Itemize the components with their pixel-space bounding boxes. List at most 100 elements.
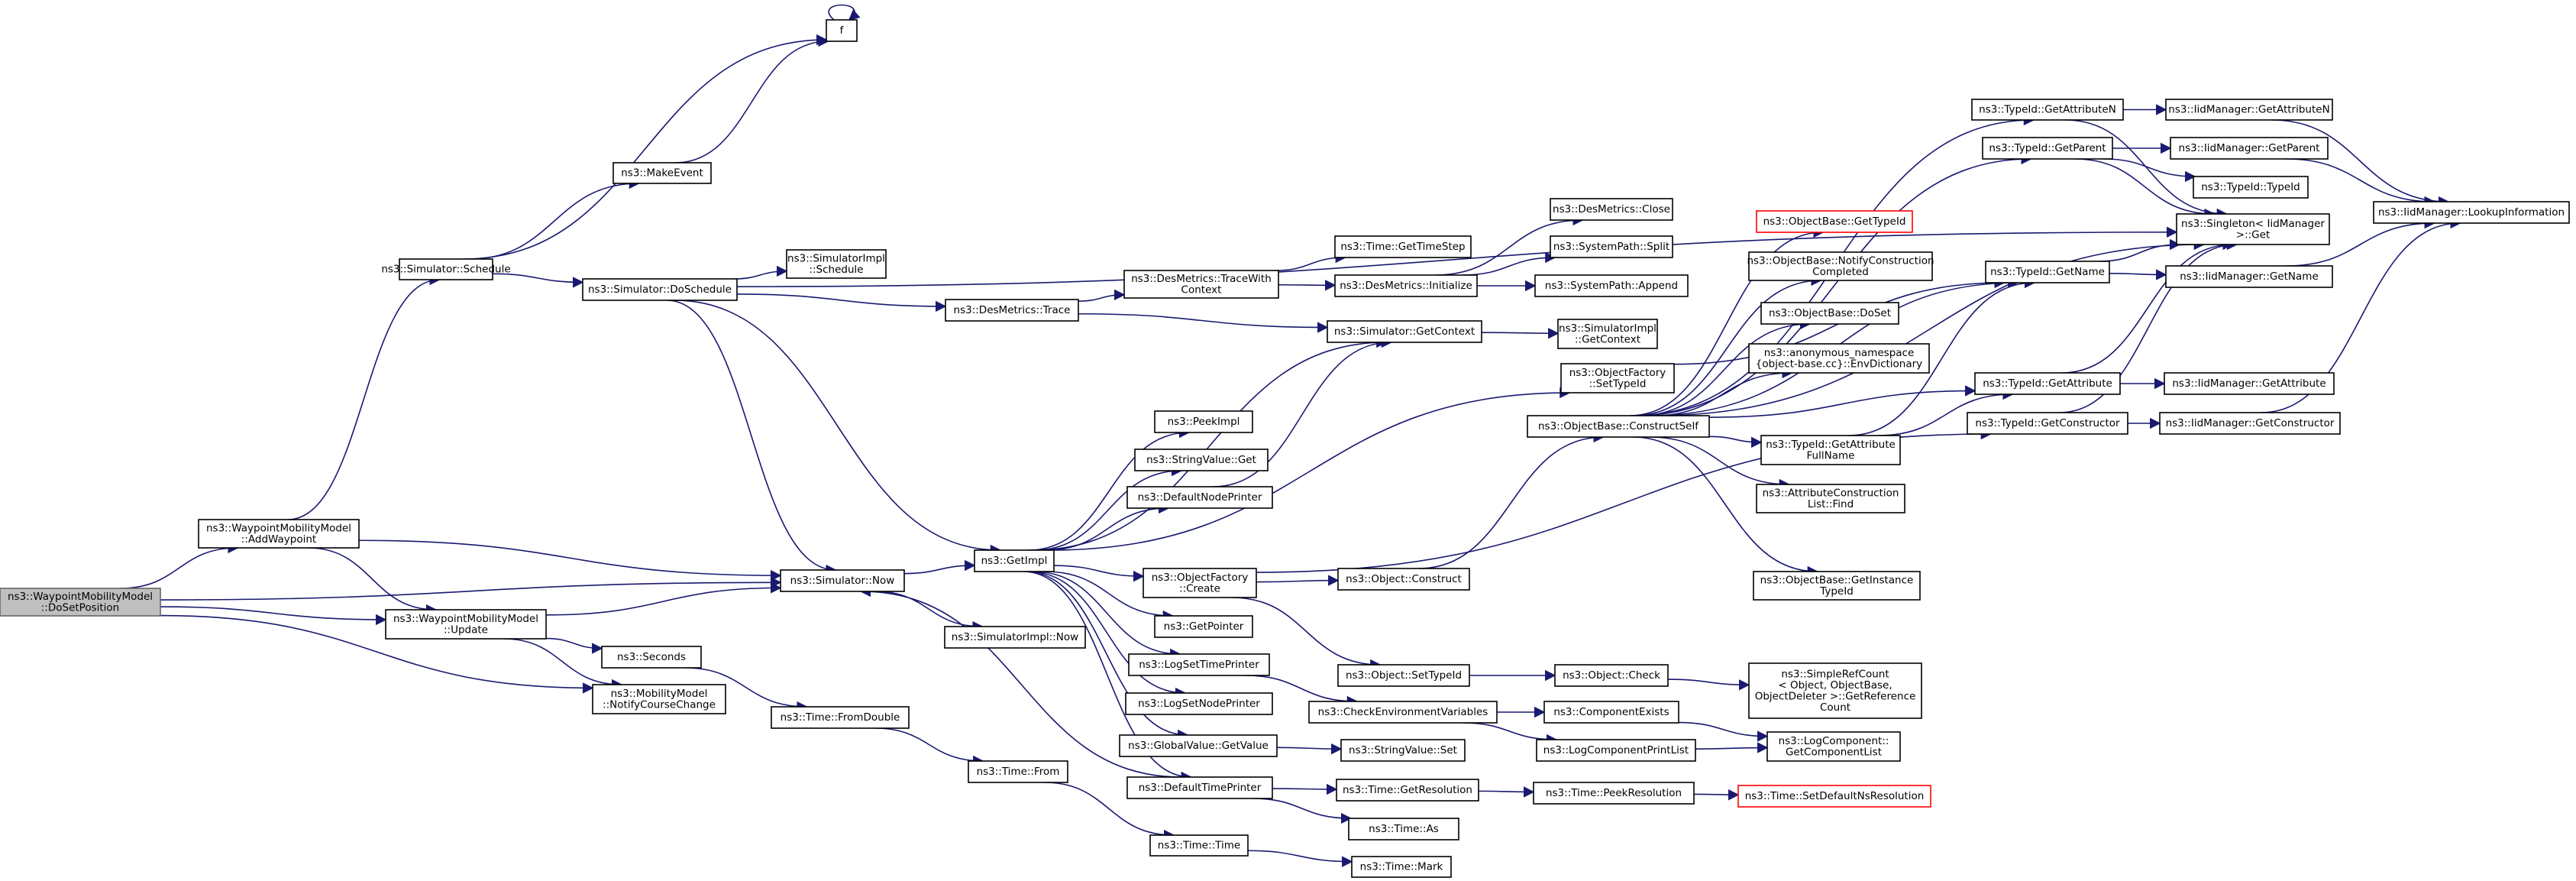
node-typeIdGetName[interactable]: ns3::TypeId::GetName xyxy=(1985,261,2110,283)
node-checkEnvVars[interactable]: ns3::CheckEnvironmentVariables xyxy=(1308,701,1498,724)
node-objSetTypeId[interactable]: ns3::Object::SetTypeId xyxy=(1337,664,1470,687)
node-simImplSchedule[interactable]: ns3::SimulatorImpl::Schedule xyxy=(786,249,887,279)
node-label: ns3::LogSetNodePrinter xyxy=(1138,698,1260,710)
node-timeTime[interactable]: ns3::Time::Time xyxy=(1149,834,1249,857)
node-typeIdGetParent[interactable]: ns3::TypeId::GetParent xyxy=(1982,137,2113,160)
node-box xyxy=(1134,449,1269,471)
node-sysAppend[interactable]: ns3::SystemPath::Append xyxy=(1534,274,1689,297)
node-getPointer[interactable]: ns3::GetPointer xyxy=(1154,615,1253,638)
node-typeIdGetConstructor[interactable]: ns3::TypeId::GetConstructor xyxy=(1967,412,2128,435)
node-defaultTimePrinter[interactable]: ns3::DefaultTimePrinter xyxy=(1126,776,1273,799)
node-iidGetName[interactable]: ns3::IidManager::GetName xyxy=(2165,265,2333,288)
node-iidGetConstructor[interactable]: ns3::IidManager::GetConstructor xyxy=(2159,412,2341,435)
node-typeIdGetAttrN[interactable]: ns3::TypeId::GetAttributeN xyxy=(1971,99,2124,121)
node-desClose[interactable]: ns3::DesMetrics::Close xyxy=(1550,198,1673,221)
node-peekImpl[interactable]: ns3::PeekImpl xyxy=(1154,410,1253,433)
node-label: ns3::IidManager::GetName xyxy=(2180,270,2319,283)
node-sysSplit[interactable]: ns3::SystemPath::Split xyxy=(1550,235,1673,258)
node-timeSetDefaultNs[interactable]: ns3::Time::SetDefaultNsResolution xyxy=(1737,785,1931,808)
edge-update-to-notifyCourse xyxy=(503,638,623,691)
node-box xyxy=(1123,270,1279,299)
node-label: Count xyxy=(1820,701,1850,714)
node-seconds[interactable]: ns3::Seconds xyxy=(601,646,702,669)
node-stringValueGet[interactable]: ns3::StringValue::Get xyxy=(1134,449,1269,471)
node-fromDouble[interactable]: ns3::Time::FromDouble xyxy=(771,706,910,729)
edge-iidGetParent-to-iidLookup xyxy=(2286,158,2435,208)
node-simImplGetContext[interactable]: ns3::SimulatorImpl::GetContext xyxy=(1557,319,1658,349)
edge-timeGetResolution-to-timePeekResolution xyxy=(1478,786,1535,798)
edge-addWaypoint-to-update xyxy=(308,547,438,616)
node-objBaseDoSet[interactable]: ns3::ObjectBase::DoSet xyxy=(1760,302,1899,325)
node-iidGetParent[interactable]: ns3::IidManager::GetParent xyxy=(2170,137,2329,160)
node-timeFrom[interactable]: ns3::Time::From xyxy=(968,760,1068,783)
node-logSetTimePrinter[interactable]: ns3::LogSetTimePrinter xyxy=(1128,653,1270,676)
edges-layer xyxy=(120,4,2461,867)
edge-update-to-simNow xyxy=(545,582,782,616)
node-box xyxy=(1334,274,1478,297)
node-objFactoryCreate[interactable]: ns3::ObjectFactory::Create xyxy=(1143,568,1257,598)
node-typeIdTypeId[interactable]: ns3::TypeId::TypeId xyxy=(2193,176,2309,199)
node-typeIdGetAttribute[interactable]: ns3::TypeId::GetAttribute xyxy=(1974,372,2121,395)
node-logCompPrintList[interactable]: ns3::LogComponentPrintList xyxy=(1536,739,1696,762)
node-box xyxy=(1126,776,1273,799)
node-simNow[interactable]: ns3::Simulator::Now xyxy=(780,569,905,592)
node-desTrace[interactable]: ns3::DesMetrics::Trace xyxy=(945,299,1079,322)
node-desInit[interactable]: ns3::DesMetrics::Initialize xyxy=(1334,274,1478,297)
node-f[interactable]: f xyxy=(826,19,858,42)
node-getImpl[interactable]: ns3::GetImpl xyxy=(974,549,1055,572)
edge-getImpl-to-objFactoryCreate xyxy=(1053,565,1145,582)
node-objFactorySetTypeId[interactable]: ns3::ObjectFactory::SetTypeId xyxy=(1560,363,1675,394)
node-logCompGetList[interactable]: ns3::LogComponent::GetComponentList xyxy=(1766,731,1901,762)
node-objConstruct[interactable]: ns3::Object::Construct xyxy=(1337,568,1470,591)
node-timePeekResolution[interactable]: ns3::Time::PeekResolution xyxy=(1533,782,1695,805)
node-update[interactable]: ns3::WaypointMobilityModel::Update xyxy=(385,609,547,640)
node-label: FullName xyxy=(1807,449,1855,462)
node-envDictionary[interactable]: ns3::anonymous_namespace{object-base.cc}… xyxy=(1748,343,1930,374)
edge-defaultTimePrinter-to-simNow xyxy=(859,585,1181,778)
node-simImplNow[interactable]: ns3::SimulatorImpl::Now xyxy=(944,626,1086,649)
node-root[interactable]: ns3::WaypointMobilityModel::DoSetPositio… xyxy=(0,588,161,617)
node-addWaypoint[interactable]: ns3::WaypointMobilityModel::AddWaypoint xyxy=(198,519,360,549)
node-constructSelf[interactable]: ns3::ObjectBase::ConstructSelf xyxy=(1527,415,1710,438)
node-timeGetResolution[interactable]: ns3::Time::GetResolution xyxy=(1336,779,1479,802)
node-box xyxy=(1154,615,1253,638)
node-label: ns3::TypeId::TypeId xyxy=(2201,181,2300,193)
node-label: Context xyxy=(1181,283,1222,296)
node-label: ns3::ComponentExists xyxy=(1553,706,1669,718)
node-label: {object-base.cc}::EnvDictionary xyxy=(1756,358,1922,370)
node-timeGetTimeStep[interactable]: ns3::Time::GetTimeStep xyxy=(1334,235,1472,258)
node-box xyxy=(1125,692,1273,715)
node-simSchedule[interactable]: ns3::Simulator::Schedule xyxy=(381,258,511,280)
node-iidGetAttrN[interactable]: ns3::IidManager::GetAttributeN xyxy=(2165,99,2333,121)
node-simDoSchedule[interactable]: ns3::Simulator::DoSchedule xyxy=(582,278,738,301)
node-simGetContext[interactable]: ns3::Simulator::GetContext xyxy=(1327,320,1482,343)
node-timeMark[interactable]: ns3::Time::Mark xyxy=(1351,856,1452,878)
node-label: ns3::ObjectFactory xyxy=(1152,572,1249,584)
node-box xyxy=(2164,372,2335,395)
node-logSetNodePrinter[interactable]: ns3::LogSetNodePrinter xyxy=(1125,692,1273,715)
node-globalValueGet[interactable]: ns3::GlobalValue::GetValue xyxy=(1119,734,1278,757)
node-componentExists[interactable]: ns3::ComponentExists xyxy=(1543,701,1679,724)
node-timeAs[interactable]: ns3::Time::As xyxy=(1348,818,1459,841)
node-box xyxy=(1534,274,1689,297)
node-iidLookup[interactable]: ns3::IidManager::LookupInformation xyxy=(2373,201,2570,224)
node-objCheck[interactable]: ns3::Object::Check xyxy=(1554,664,1669,687)
node-label: ns3::IidManager::GetParent xyxy=(2179,142,2320,154)
node-makeEvent[interactable]: ns3::MakeEvent xyxy=(612,162,712,184)
node-label: ns3::Simulator::GetContext xyxy=(1334,326,1475,338)
node-box xyxy=(1971,99,2124,121)
node-singletonGet[interactable]: ns3::Singleton< IidManager >::Get xyxy=(2176,213,2330,245)
node-simpleRefCount[interactable]: ns3::SimpleRefCount< Object, ObjectBase,… xyxy=(1748,662,1922,719)
node-notifyCourse[interactable]: ns3::MobilityModel::NotifyCourseChange xyxy=(592,684,726,714)
node-box xyxy=(826,19,858,42)
node-defaultNodePrinter[interactable]: ns3::DefaultNodePrinter xyxy=(1126,486,1273,509)
node-stringValueSet[interactable]: ns3::StringValue::Set xyxy=(1340,739,1466,762)
edge-desInit-to-desClose xyxy=(1434,214,1584,276)
node-iidGetAttribute[interactable]: ns3::IidManager::GetAttribute xyxy=(2164,372,2335,395)
node-objBaseNotify[interactable]: ns3::ObjectBase::NotifyConstructionCompl… xyxy=(1747,251,1934,281)
node-objBaseGetTypeId[interactable]: ns3::ObjectBase::GetTypeId xyxy=(1756,210,1913,233)
